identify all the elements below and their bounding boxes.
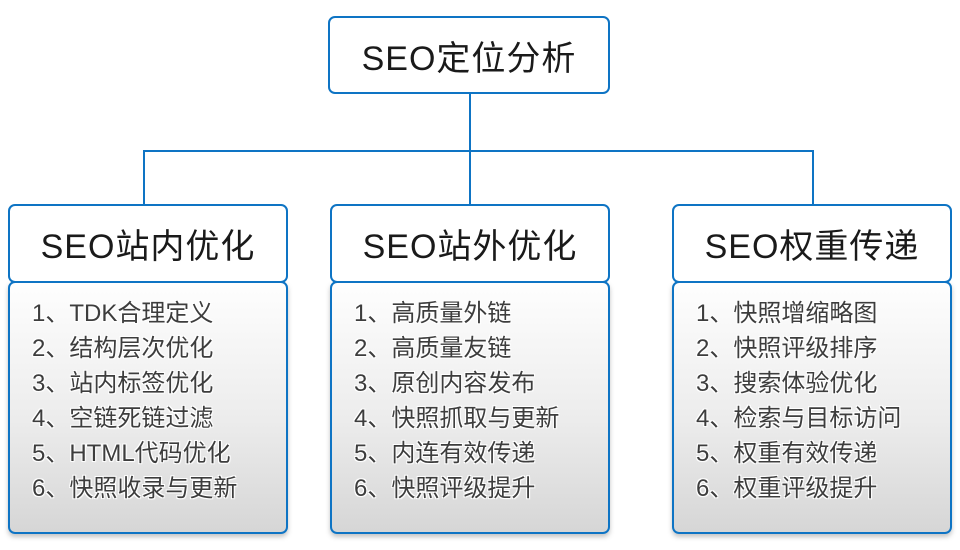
connector-left-vertical [143, 150, 145, 205]
branch-list-weight: 1、快照增缩略图 2、快照评级排序 3、搜索体验优化 4、检索与目标访问 5、权… [672, 281, 952, 534]
list-item: 6、快照收录与更新 [32, 475, 238, 502]
list-item: 4、检索与目标访问 [696, 405, 902, 432]
branch-title: SEO站外优化 [362, 228, 578, 266]
connector-root-vertical [469, 93, 471, 205]
branch-list-offsite: 1、高质量外链 2、高质量友链 3、原创内容发布 4、快照抓取与更新 5、内连有… [330, 281, 610, 534]
branch-title: SEO权重传递 [704, 228, 920, 266]
branch-offsite-optimization: SEO站外优化 1、高质量外链 2、高质量友链 3、原创内容发布 4、快照抓取与… [330, 204, 610, 534]
list-item: 6、快照评级提升 [354, 475, 536, 502]
root-node-seo-positioning: SEO定位分析 [328, 16, 610, 94]
list-item: 1、TDK合理定义 [32, 300, 214, 327]
list-item: 2、高质量友链 [354, 335, 512, 362]
branch-title: SEO站内优化 [40, 228, 256, 266]
root-node-title: SEO定位分析 [361, 39, 577, 78]
branch-weight-transfer: SEO权重传递 1、快照增缩略图 2、快照评级排序 3、搜索体验优化 4、检索与… [672, 204, 952, 534]
connector-horizontal-bar [143, 150, 814, 152]
list-item: 2、结构层次优化 [32, 335, 214, 362]
connector-right-vertical [812, 150, 814, 205]
list-item: 1、快照增缩略图 [696, 300, 878, 327]
list-item: 4、空链死链过滤 [32, 405, 214, 432]
branch-header-weight: SEO权重传递 [672, 204, 952, 283]
list-item: 5、内连有效传递 [354, 440, 536, 467]
list-item: 5、权重有效传递 [696, 440, 878, 467]
list-item: 2、快照评级排序 [696, 335, 878, 362]
list-item: 3、原创内容发布 [354, 370, 536, 397]
list-item: 1、高质量外链 [354, 300, 512, 327]
list-item: 6、权重评级提升 [696, 475, 878, 502]
branch-header-onsite: SEO站内优化 [8, 204, 288, 283]
list-item: 5、HTML代码优化 [32, 440, 231, 467]
branch-onsite-optimization: SEO站内优化 1、TDK合理定义 2、结构层次优化 3、站内标签优化 4、空链… [8, 204, 288, 534]
list-item: 4、快照抓取与更新 [354, 405, 560, 432]
branch-list-onsite: 1、TDK合理定义 2、结构层次优化 3、站内标签优化 4、空链死链过滤 5、H… [8, 281, 288, 534]
list-item: 3、搜索体验优化 [696, 370, 878, 397]
branch-header-offsite: SEO站外优化 [330, 204, 610, 283]
list-item: 3、站内标签优化 [32, 370, 214, 397]
